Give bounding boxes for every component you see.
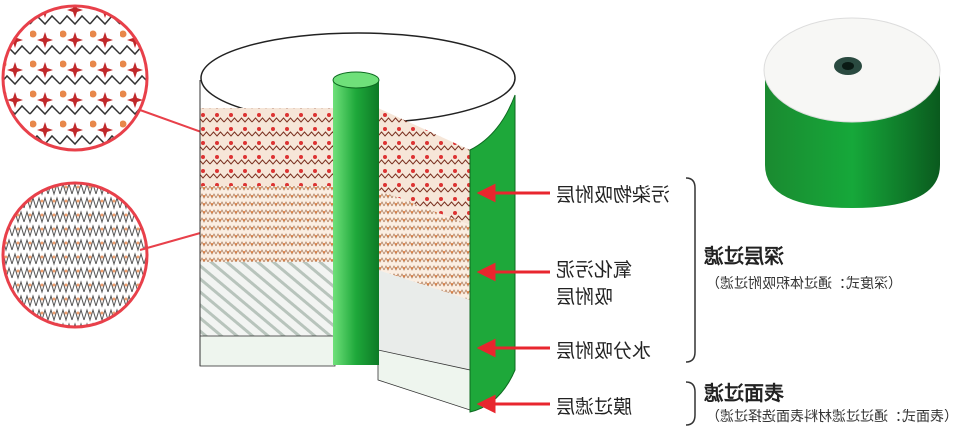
depth-filter-desc: （深度式：通过体积吸附过滤） bbox=[706, 276, 902, 292]
depth-filter-title: 深层过滤 bbox=[704, 244, 784, 268]
layer-label-contaminant: 污染物吸附层 bbox=[556, 184, 671, 206]
filter-cylinder bbox=[199, 32, 516, 413]
filter-roll-photo bbox=[763, 17, 941, 208]
layer-label-membrane: 膜过滤层 bbox=[556, 396, 633, 418]
surface-brace bbox=[685, 381, 696, 426]
layer-label-moisture: 水分吸附层 bbox=[556, 340, 652, 362]
depth-brace bbox=[685, 177, 696, 363]
sludge-line2: 吸附层 bbox=[556, 286, 614, 308]
layer-arrows bbox=[476, 183, 550, 414]
surface-filter-title: 表面过滤 bbox=[704, 381, 784, 405]
sludge-line1: 氧化污泥 bbox=[556, 259, 633, 281]
surface-filter-desc: （表面式：通过过滤材料表面选择过滤） bbox=[706, 409, 958, 425]
layer-label-sludge: 氧化污泥吸附层 bbox=[556, 255, 638, 309]
